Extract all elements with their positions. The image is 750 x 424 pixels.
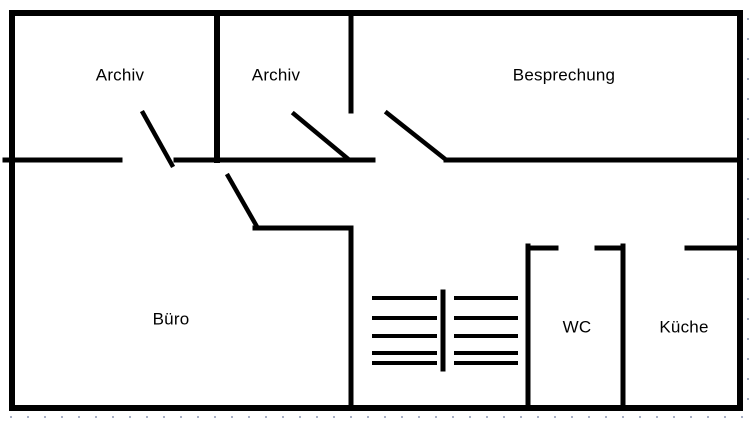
grid-dot — [333, 416, 335, 418]
grid-dot — [146, 416, 148, 418]
grid-dot — [690, 416, 692, 418]
grid-dot — [747, 258, 749, 260]
room-label-buero: Büro — [152, 309, 190, 329]
grid-dot — [656, 416, 658, 418]
grid-dot — [673, 416, 675, 418]
room-label-besprechung: Besprechung — [512, 65, 616, 85]
door-leaf-besprechung — [383, 109, 449, 163]
grid-dot — [622, 416, 624, 418]
grid-dot — [537, 416, 539, 418]
grid-dot — [503, 416, 505, 418]
grid-dot — [248, 416, 250, 418]
grid-dot — [747, 18, 749, 20]
grid-dot — [299, 416, 301, 418]
grid-dot — [214, 416, 216, 418]
grid-dot — [435, 416, 437, 418]
grid-dot — [418, 416, 420, 418]
grid-dot — [747, 58, 749, 60]
grid-dot — [163, 416, 165, 418]
grid-dot — [747, 398, 749, 400]
grid-dot — [747, 218, 749, 220]
grid-dot — [741, 416, 743, 418]
grid-dot — [316, 416, 318, 418]
grid-dot — [452, 416, 454, 418]
grid-dot — [61, 416, 63, 418]
grid-dot — [747, 198, 749, 200]
room-label-wc: WC — [562, 317, 592, 337]
grid-dot — [129, 416, 131, 418]
grid-dot — [554, 416, 556, 418]
grid-dot — [747, 378, 749, 380]
grid-dot — [231, 416, 233, 418]
grid-dot — [384, 416, 386, 418]
room-label-archiv-1: Archiv — [95, 65, 145, 85]
door-leaf-archiv-2 — [290, 110, 351, 162]
grid-dot — [180, 416, 182, 418]
grid-dot — [44, 416, 46, 418]
grid-dot — [707, 416, 709, 418]
grid-dot — [747, 158, 749, 160]
grid-dot — [469, 416, 471, 418]
stairs-layer — [372, 289, 518, 372]
grid-dot — [724, 416, 726, 418]
grid-dot — [112, 416, 114, 418]
room-label-archiv-2: Archiv — [251, 65, 301, 85]
grid-dot — [350, 416, 352, 418]
grid-dot — [571, 416, 573, 418]
grid-dot — [367, 416, 369, 418]
grid-dot — [486, 416, 488, 418]
grid-dot — [747, 118, 749, 120]
door-leaf-archiv-1 — [139, 109, 176, 169]
grid-dot — [520, 416, 522, 418]
grid-marks-layer — [10, 18, 749, 418]
room-label-kueche: Küche — [659, 317, 709, 337]
door-leaf-buero — [224, 172, 260, 229]
grid-dot — [747, 338, 749, 340]
grid-dot — [747, 318, 749, 320]
grid-dot — [747, 178, 749, 180]
grid-dot — [747, 138, 749, 140]
doors-layer — [139, 109, 449, 229]
grid-dot — [78, 416, 80, 418]
grid-dot — [27, 416, 29, 418]
grid-dot — [605, 416, 607, 418]
grid-dot — [10, 416, 12, 418]
grid-dot — [747, 278, 749, 280]
grid-dot — [197, 416, 199, 418]
grid-dot — [639, 416, 641, 418]
grid-dot — [95, 416, 97, 418]
grid-dot — [747, 298, 749, 300]
grid-dot — [265, 416, 267, 418]
grid-dot — [747, 98, 749, 100]
grid-dot — [747, 238, 749, 240]
grid-dot — [588, 416, 590, 418]
grid-dot — [747, 38, 749, 40]
walls-layer — [2, 10, 743, 411]
grid-dot — [401, 416, 403, 418]
grid-dot — [747, 358, 749, 360]
grid-dot — [747, 78, 749, 80]
grid-dot — [282, 416, 284, 418]
